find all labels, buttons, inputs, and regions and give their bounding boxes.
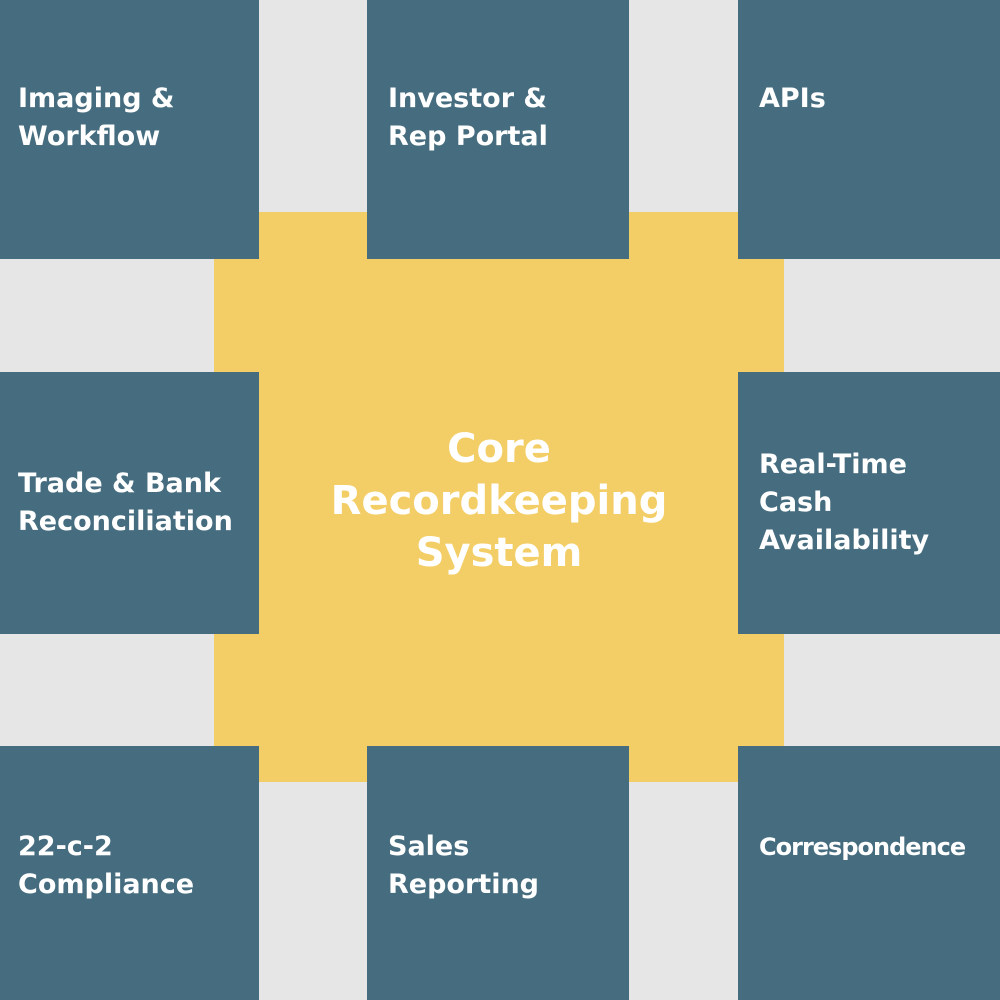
tile-label: Correspondence [759, 833, 966, 861]
tile-apis: APIs [738, 0, 1000, 259]
tile-imaging-workflow: Imaging & Workflow [0, 0, 259, 259]
tile-label: 22-c-2 Compliance [18, 831, 195, 900]
tile-trade-bank-reconciliation: Trade & Bank Reconciliation [0, 372, 259, 634]
tile-correspondence: Correspondence [738, 746, 1000, 1000]
tile-real-time-cash-availability: Real-Time Cash Availability [738, 372, 1000, 634]
tile-label: Imaging & Workflow [18, 83, 175, 152]
tile-label: Trade & Bank Reconciliation [18, 468, 233, 537]
tile-label: Sales Reporting [388, 831, 540, 900]
tile-sales-reporting: Sales Reporting [367, 746, 629, 1000]
core-block [214, 212, 784, 782]
tile-investor-rep-portal: Investor & Rep Portal [367, 0, 629, 259]
tile-label: Real-Time Cash Availability [759, 449, 930, 556]
core-title: Core Recordkeeping System [330, 426, 668, 576]
tile-label: APIs [759, 83, 826, 114]
tile-label: Investor & Rep Portal [388, 83, 548, 152]
tile-22c2-compliance: 22-c-2 Compliance [0, 746, 259, 1000]
